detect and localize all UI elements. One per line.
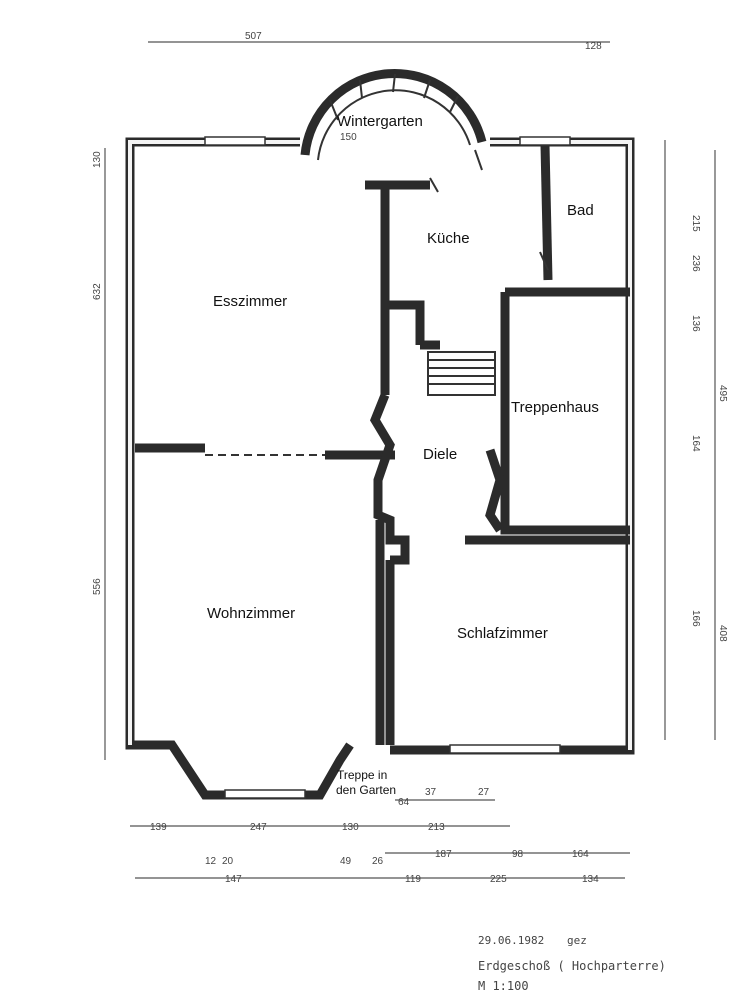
dim-b1-2: 27 (478, 787, 490, 798)
windows (204, 136, 571, 799)
dim-top-1: 507 (245, 31, 262, 42)
room-label-esszimmer: Esszimmer (213, 293, 287, 310)
note-garden-stairs-line1: Treppe in (337, 768, 387, 782)
room-label-schlafzimmer: Schlafzimmer (457, 625, 548, 642)
dim-b4-1: 20 (222, 856, 234, 867)
dim-right-6: 495 (717, 385, 728, 402)
dim-right-3: 136 (690, 315, 701, 332)
dim-b3-0: 187 (435, 849, 452, 860)
stairs (427, 351, 496, 396)
dim-b1-0: 64 (398, 797, 410, 808)
note-garden-stairs-line2: den Garten (336, 783, 396, 797)
dim-b5-3: 134 (582, 874, 599, 885)
dim-b5-0: 147 (225, 874, 242, 885)
title-stamp: 29.06.1982 gez Erdgeschoß ( Hochparterre… (478, 934, 666, 993)
dim-top-3: 128 (585, 41, 602, 52)
dim-left-1: 632 (92, 283, 103, 300)
dim-b4-2: 49 (340, 856, 352, 867)
room-label-kueche: Küche (427, 230, 470, 247)
dim-right-1: 215 (690, 215, 701, 232)
interior-walls (135, 144, 630, 745)
dim-top-2: 150 (340, 132, 357, 143)
room-labels: Wintergarten Bad Küche Esszimmer Treppen… (207, 113, 599, 797)
room-label-treppenhaus: Treppenhaus (511, 399, 599, 416)
stamp-floor: Erdgeschoß ( Hochparterre) (478, 959, 666, 973)
dim-b2-3: 213 (428, 822, 445, 833)
dim-right-7: 408 (717, 625, 728, 642)
door-marks (429, 149, 549, 271)
stamp-scale: M 1:100 (478, 979, 529, 993)
room-label-wintergarten: Wintergarten (337, 113, 423, 130)
stamp-date: 29.06.1982 (478, 934, 544, 947)
dim-b2-1: 247 (250, 822, 267, 833)
dim-b5-1: 119 (405, 874, 421, 885)
dim-b2-0: 139 (150, 822, 167, 833)
dimension-lines (104, 41, 716, 879)
dim-b5-2: 225 (490, 874, 507, 885)
dim-right-2: 236 (690, 255, 701, 272)
room-label-bad: Bad (567, 202, 594, 219)
dim-b4-0: 12 (205, 856, 217, 867)
dim-b1-1: 37 (425, 787, 437, 798)
room-label-diele: Diele (423, 446, 457, 463)
dim-b2-2: 130 (342, 822, 359, 833)
dim-right-5: 166 (690, 610, 701, 627)
room-label-wohnzimmer: Wohnzimmer (207, 605, 295, 622)
dim-right-4: 164 (690, 435, 701, 452)
dimension-labels: 507 150 128 130 632 556 215 236 136 164 … (92, 31, 728, 885)
dim-b3-1: 98 (512, 849, 524, 860)
dim-left-0: 130 (92, 151, 103, 168)
dim-b4-3: 26 (372, 856, 384, 867)
wintergarten-arc (300, 68, 487, 161)
dim-b3-2: 164 (572, 849, 589, 860)
stamp-signature: gez (567, 934, 587, 947)
dim-left-2: 556 (92, 578, 103, 595)
